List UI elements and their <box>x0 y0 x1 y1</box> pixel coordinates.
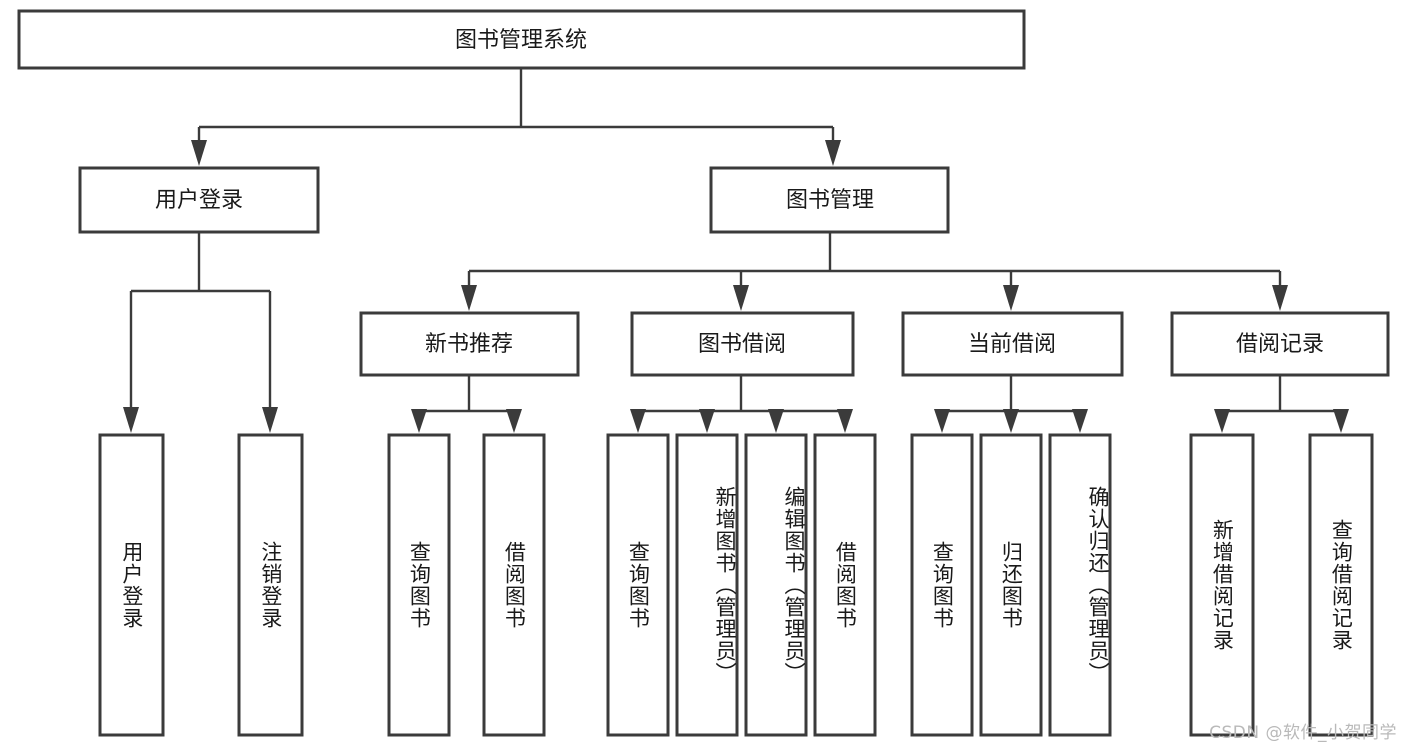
node-borrow-record-label: 借阅记录 <box>1236 332 1324 357</box>
edges-user-login-to-leaves <box>123 232 278 433</box>
node-new-book-recommend-label: 新书推荐 <box>425 332 513 357</box>
edges-book-borrow-to-leaves <box>630 375 853 433</box>
leaf-box-edit-book-admin[interactable] <box>744 433 808 737</box>
leaf-box-logout[interactable] <box>237 433 304 737</box>
node-new-book-recommend[interactable]: 新书推荐 <box>359 311 580 377</box>
node-current-borrow[interactable]: 当前借阅 <box>901 311 1124 377</box>
leaf-box-confirm-return[interactable] <box>1048 433 1112 737</box>
node-root-label: 图书管理系统 <box>455 28 587 53</box>
node-book-management[interactable]: 图书管理 <box>709 166 950 234</box>
node-book-borrow[interactable]: 图书借阅 <box>630 311 855 377</box>
leaf-box-return-book[interactable] <box>979 433 1043 737</box>
edges-current-borrow-to-leaves <box>934 375 1088 433</box>
leaf-box-query-record[interactable] <box>1308 433 1374 737</box>
leaf-nodes-group <box>98 433 1374 737</box>
node-user-login[interactable]: 用户登录 <box>78 166 320 234</box>
leaf-box-add-record[interactable] <box>1189 433 1255 737</box>
leaf-box-borrow-book-2[interactable] <box>813 433 877 737</box>
leaf-box-query-book-1[interactable] <box>387 433 451 737</box>
node-root[interactable]: 图书管理系统 <box>17 9 1026 70</box>
node-current-borrow-label: 当前借阅 <box>968 332 1056 357</box>
edges-borrow-record-to-leaves <box>1214 375 1349 433</box>
node-book-borrow-label: 图书借阅 <box>698 332 786 357</box>
leaf-box-user-login[interactable] <box>98 433 165 737</box>
leaf-box-add-book-admin[interactable] <box>675 433 739 737</box>
edges-root-to-level2 <box>191 68 841 166</box>
leaf-box-query-book-2[interactable] <box>606 433 670 737</box>
edges-level2-to-level3 <box>461 232 1288 311</box>
watermark-text: CSDN @软件_小贺同学 <box>1209 723 1397 743</box>
node-user-login-label: 用户登录 <box>155 188 243 213</box>
node-book-management-label: 图书管理 <box>786 188 874 213</box>
leaf-box-query-book-3[interactable] <box>910 433 974 737</box>
node-borrow-record[interactable]: 借阅记录 <box>1170 311 1390 377</box>
edges-new-book-to-leaves <box>411 375 522 433</box>
leaf-box-borrow-book-1[interactable] <box>482 433 546 737</box>
